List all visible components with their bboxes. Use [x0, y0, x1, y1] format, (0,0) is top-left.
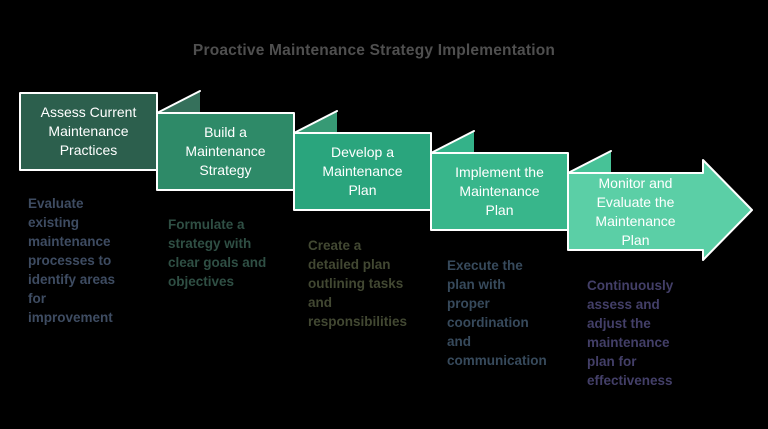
step-5-label: Monitor and Evaluate the Maintenance Pla… [595, 174, 676, 248]
step-5-arrow-shape [567, 159, 753, 261]
step-3-fold-line [430, 130, 475, 154]
step-2-description: Formulate a strategy with clear goals an… [168, 217, 267, 289]
step-1-description: Evaluate existing maintenance processes … [28, 196, 116, 325]
step-4-fold-line [567, 150, 612, 174]
step-2-fold-line [293, 110, 338, 134]
step-4-label: Implement the Maintenance Plan [455, 164, 544, 218]
step-4-description: Execute the plan with proper coordinatio… [447, 258, 547, 368]
step-5-description: Continuously assess and adjust the maint… [587, 278, 674, 388]
diagram-title: Proactive Maintenance Strategy Implement… [192, 42, 556, 59]
step-1-fold-line [156, 90, 201, 114]
step-3-label: Develop a Maintenance Plan [322, 144, 403, 198]
step-1-label: Assess Current Maintenance Practices [40, 104, 137, 158]
step-2-label: Build a Maintenance Strategy [185, 124, 266, 178]
step-3-description: Create a detailed plan outlining tasks a… [308, 238, 408, 329]
